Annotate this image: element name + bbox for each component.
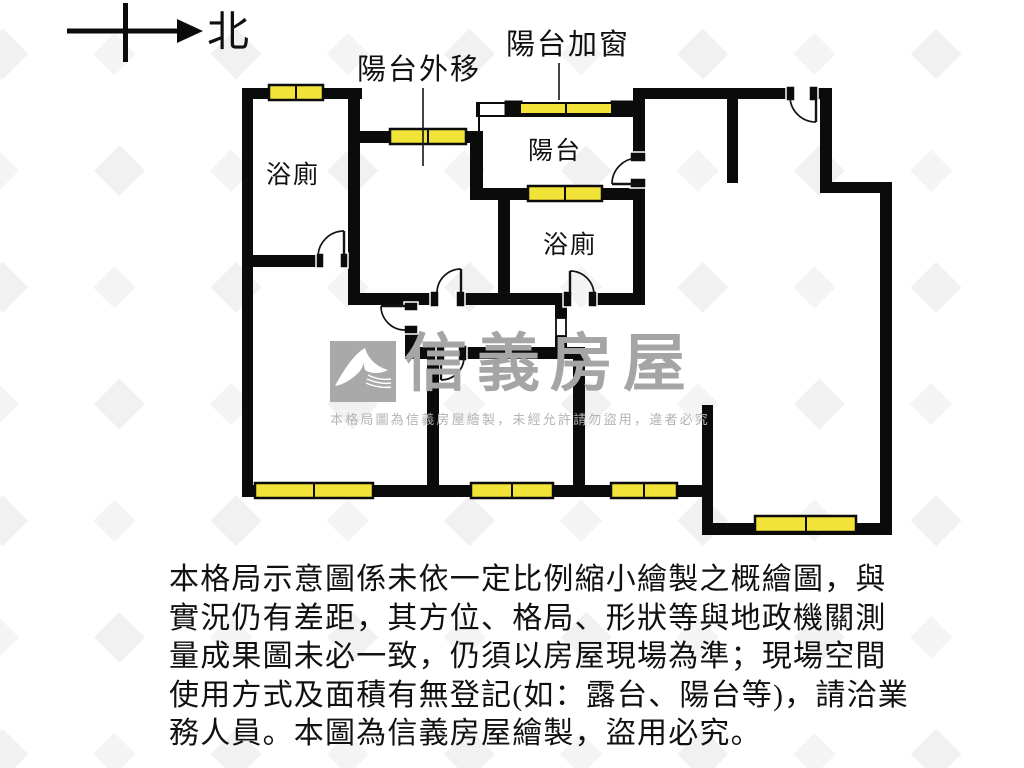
watermark-notice-text: 本格局圖為信義房屋繪製，未經允許請勿盜用，違者必究: [330, 412, 711, 427]
north-label: 北: [207, 10, 250, 56]
annotation-balcony-moved-out: 陽台外移: [357, 54, 482, 86]
door-swings: [317, 97, 818, 381]
leader-lines: [422, 63, 560, 166]
north-arrow-icon: [67, 3, 203, 62]
disclaimer-line: 本格局示意圖係未依一定比例縮小繪製之概繪圖，與: [169, 563, 887, 596]
annotation-balcony-added-window: 陽台加窗: [506, 29, 631, 61]
sinyi-logo-icon: [330, 341, 396, 402]
disclaimer-paragraph: 本格局示意圖係未依一定比例縮小繪製之概繪圖，與 實況仍有差距，其方位、格局、形狀…: [169, 561, 969, 754]
disclaimer-line: 實況仍有差距，其方位、格局、形狀等與地政機關測: [169, 601, 887, 635]
wall-shaft-frame: [555, 317, 567, 337]
room-label-balcony: 陽台: [528, 138, 583, 165]
room-label-bathroom-1: 浴廁: [266, 162, 321, 189]
disclaimer-line: 量成果圖未必一致，仍須以房屋現場為準；現場空間: [169, 640, 887, 673]
watermark-brand-text: 信義房屋: [404, 329, 696, 399]
windows: [253, 83, 858, 534]
room-label-bathroom-2: 浴廁: [543, 232, 598, 259]
disclaimer-line: 使用方式及面積有無登記(如：露台、陽台等)，請洽業: [169, 678, 909, 712]
door-posts: [315, 85, 819, 362]
disclaimer-line: 務人員。本圖為信義房屋繪製，盜用必究。: [169, 717, 762, 750]
